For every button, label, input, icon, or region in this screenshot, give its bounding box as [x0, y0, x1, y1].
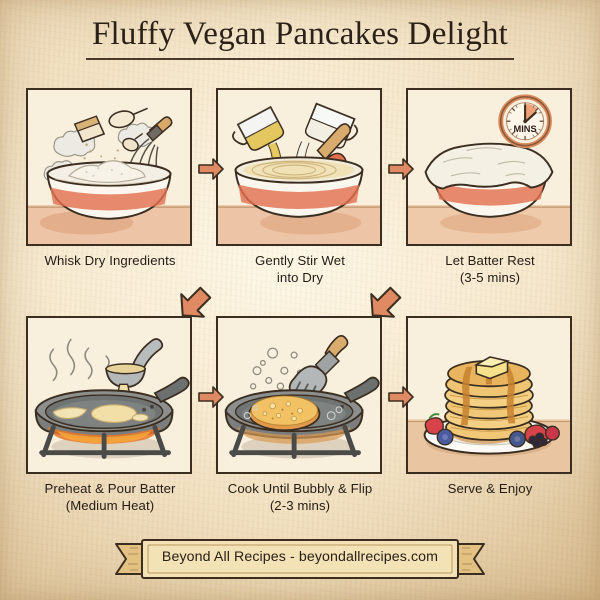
step-caption-4-line1: Preheat & Pour Batter: [44, 481, 176, 496]
steps-row-2: Preheat & Pour Batter (Medium Heat): [26, 316, 574, 514]
ribbon-banner-shape: [115, 539, 485, 579]
step-card-2: Gently Stir Wet into Dry: [216, 88, 384, 286]
step-caption-4-line2: (Medium Heat): [65, 497, 155, 513]
step-illustration-frame-3: MINS: [406, 88, 572, 246]
step-caption-4: Preheat & Pour Batter (Medium Heat): [26, 481, 194, 514]
cook-until-bubbly-illustration: [218, 318, 380, 472]
timer-mins-label: MINS: [514, 124, 537, 134]
step-illustration-frame-2: [216, 88, 382, 246]
steps-row-1: Whisk Dry Ingredients: [26, 88, 574, 318]
step-caption-2-line1: Gently Stir Wet: [255, 253, 345, 268]
footer-ribbon: Beyond All Recipes - beyondallrecipes.co…: [108, 536, 492, 582]
step-illustration-frame-5: [216, 316, 382, 474]
stir-wet-into-dry-illustration: [218, 90, 380, 244]
step-caption-1-line1: Whisk Dry Ingredients: [44, 253, 176, 268]
arrow-step4-to-step5-icon: [198, 386, 224, 408]
arrow-step3-to-step4-icon: [370, 286, 402, 318]
step-card-1: Whisk Dry Ingredients: [26, 88, 194, 286]
arrow-row1-to-row2-icon: [180, 286, 212, 318]
let-batter-rest-illustration: MINS: [408, 90, 570, 244]
steps-grid: Whisk Dry Ingredients: [26, 88, 574, 514]
step-caption-6-line1: Serve & Enjoy: [447, 481, 533, 496]
step-caption-3-line1: Let Batter Rest: [445, 253, 535, 268]
serve-and-enjoy-illustration: [408, 318, 570, 472]
step-caption-3: Let Batter Rest (3-5 mins): [406, 253, 574, 286]
step-caption-3-line2: (3-5 mins): [459, 269, 521, 285]
step-caption-5-line1: Cook Until Bubbly & Flip: [227, 481, 373, 496]
arrow-step5-to-step6-icon: [388, 386, 414, 408]
step-caption-6: Serve & Enjoy: [406, 481, 574, 498]
step-caption-5-line2: (2-3 mins): [269, 497, 331, 513]
title-container: Fluffy Vegan Pancakes Delight: [0, 16, 600, 60]
step-card-4: Preheat & Pour Batter (Medium Heat): [26, 316, 194, 514]
footer-credit-text: Beyond All Recipes - beyondallrecipes.co…: [161, 549, 439, 565]
step-card-5: Cook Until Bubbly & Flip (2-3 mins): [216, 316, 384, 514]
step-caption-5: Cook Until Bubbly & Flip (2-3 mins): [216, 481, 384, 514]
step-caption-2-line2: into Dry: [276, 269, 324, 285]
step-card-3: MINS Let Batter Rest (3-5 mins): [406, 88, 574, 286]
arrow-step1-to-step2-icon: [198, 158, 224, 180]
whisk-dry-ingredients-illustration: [28, 90, 190, 244]
step-illustration-frame-4: [26, 316, 192, 474]
arrow-step2-to-step3-icon: [388, 158, 414, 180]
page-title: Fluffy Vegan Pancakes Delight: [85, 16, 515, 60]
step-caption-1: Whisk Dry Ingredients: [26, 253, 194, 270]
step-illustration-frame-1: [26, 88, 192, 246]
step-caption-2: Gently Stir Wet into Dry: [216, 253, 384, 286]
preheat-pour-batter-illustration: [28, 318, 190, 472]
step-card-6: Serve & Enjoy: [406, 316, 574, 514]
step-illustration-frame-6: [406, 316, 572, 474]
